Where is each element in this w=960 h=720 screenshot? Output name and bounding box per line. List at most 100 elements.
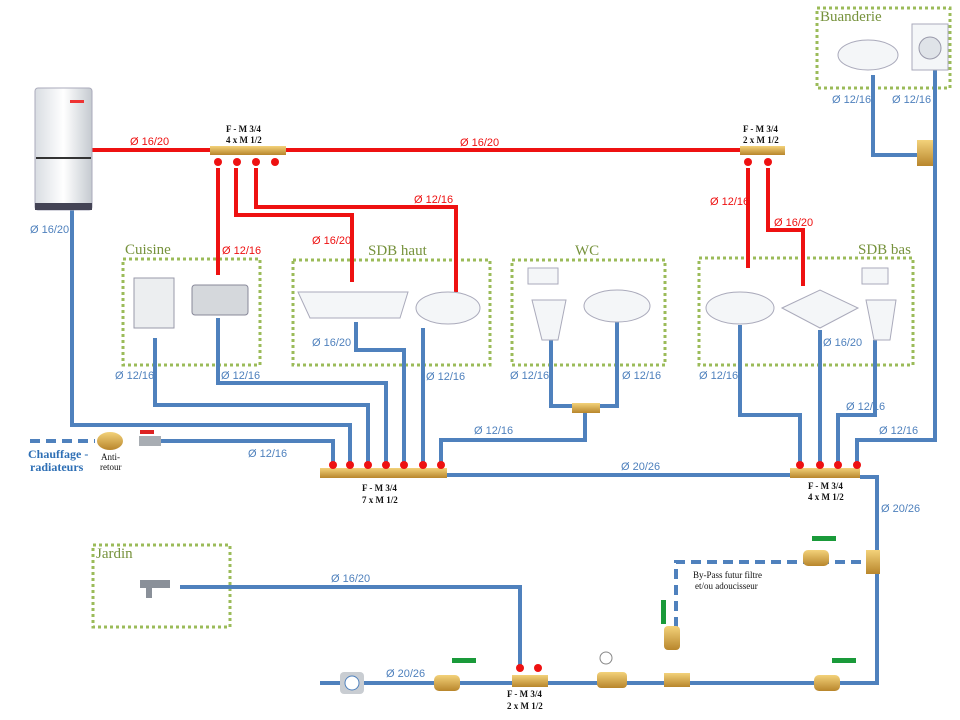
heating-label: Chauffage - — [28, 447, 88, 461]
cold-riser-pipe — [320, 475, 879, 685]
hot-manifold-right — [740, 146, 785, 166]
tee-fitting-icon — [572, 403, 600, 413]
manifold-label: 2 x M 1/2 — [743, 135, 779, 145]
pressure-reducer-icon — [597, 651, 627, 688]
hot-label: Ø 16/20 — [774, 217, 813, 229]
zone-boxes — [91, 6, 952, 629]
cold-label: Ø 12/16 — [846, 401, 885, 413]
zone-label-sdb-bas: SDB bas — [858, 242, 911, 258]
cold-label: Ø 16/20 — [312, 337, 351, 349]
cold-label: Ø 12/16 — [115, 370, 154, 382]
cold-label: Ø 20/26 — [386, 668, 425, 680]
hot-label: Ø 12/16 — [710, 196, 749, 208]
garden-tap-icon — [140, 580, 170, 598]
washbasin-icon — [415, 291, 481, 325]
cold-label: Ø 12/16 — [248, 448, 287, 460]
hot-pipe-sdb-haut-basin — [254, 168, 458, 292]
zone-cuisine — [121, 257, 262, 367]
check-valve-icon — [97, 432, 123, 450]
dishwasher-icon — [133, 277, 175, 329]
hot-label: Ø 16/20 — [460, 137, 499, 149]
manifold-label: F - M 3/4 — [808, 481, 843, 491]
cold-pipe-buanderie-basin — [871, 75, 922, 157]
cold-pipe-garden — [180, 585, 522, 670]
hot-manifold-main — [210, 146, 286, 166]
washbasin-icon — [583, 289, 651, 323]
manifold-label: F - M 3/4 — [226, 124, 261, 134]
washbasin-icon — [837, 39, 899, 71]
tee-fitting-icon — [917, 140, 933, 166]
cold-water-pipes — [30, 70, 937, 685]
toilet-icon — [527, 267, 567, 341]
hot-label: Ø 16/20 — [130, 136, 169, 148]
washing-machine-icon — [911, 23, 949, 71]
zone-label-buanderie: Buanderie — [820, 9, 882, 25]
bathtub-icon — [297, 291, 409, 319]
ball-valve-icon — [814, 658, 856, 691]
check-valve-label: Anti- — [101, 452, 120, 462]
cold-label: Ø 12/16 — [892, 94, 931, 106]
zone-label-sdb-haut: SDB haut — [368, 243, 428, 259]
bypass-valve-icon — [803, 536, 836, 566]
heating-label: radiateurs — [30, 460, 84, 474]
shower-tray-icon — [780, 289, 860, 329]
manifold-label: F - M 3/4 — [507, 689, 542, 699]
cold-pipe-heating — [160, 439, 335, 462]
zone-wc — [510, 258, 667, 367]
cold-pipe-buanderie — [855, 100, 937, 462]
kitchen-sink-icon — [191, 284, 249, 316]
cold-label: Ø 16/20 — [30, 224, 69, 236]
supply-manifold — [512, 664, 548, 687]
cold-label: Ø 20/26 — [621, 461, 660, 473]
cold-label: Ø 12/16 — [622, 370, 661, 382]
cold-manifold-right — [790, 461, 861, 478]
ball-valve-icon — [434, 658, 476, 691]
cold-label: Ø 16/20 — [823, 337, 862, 349]
cold-label: Ø 12/16 — [832, 94, 871, 106]
washbasin-icon — [705, 291, 775, 325]
manifold-label: 2 x M 1/2 — [507, 701, 543, 711]
cold-pipe-sdb-bas-toilet — [836, 340, 877, 462]
cold-pipe-bath — [354, 322, 406, 462]
zone-label-wc: WC — [575, 243, 599, 259]
zone-label-jardin: Jardin — [96, 546, 133, 562]
cold-pipe-boiler — [70, 210, 352, 462]
boiler-icon — [34, 87, 93, 211]
toilet-icon — [861, 267, 897, 341]
hot-water-pipes — [92, 148, 805, 292]
cold-label: Ø 12/16 — [510, 370, 549, 382]
hot-label: Ø 12/16 — [222, 245, 261, 257]
check-valve-label: retour — [100, 462, 122, 472]
cold-label: Ø 12/16 — [221, 370, 260, 382]
tee-fitting-icon — [866, 550, 880, 574]
water-meter-icon — [340, 672, 364, 694]
tee-fitting-icon — [664, 673, 690, 687]
hot-label: Ø 12/16 — [414, 194, 453, 206]
zone-label-cuisine: Cuisine — [125, 242, 171, 258]
hot-label: Ø 16/20 — [312, 235, 351, 247]
bypass-label: By-Pass futur filtre — [693, 570, 762, 580]
cold-label: Ø 12/16 — [699, 370, 738, 382]
zone-sdb-haut — [291, 258, 492, 367]
cold-label: Ø 12/16 — [426, 371, 465, 383]
manifold-label: F - M 3/4 — [362, 483, 397, 493]
hot-pipe-shower — [766, 168, 805, 286]
cold-label: Ø 12/16 — [474, 425, 513, 437]
ball-valve-icon — [661, 600, 680, 650]
zone-sdb-bas — [697, 256, 915, 367]
manifold-label: 4 x M 1/2 — [226, 135, 262, 145]
cold-pipe-kitchen-sink — [216, 318, 388, 462]
cold-pipe-dishwasher — [153, 338, 370, 462]
cold-label: Ø 20/26 — [881, 503, 920, 515]
hot-pipe-bath — [234, 168, 354, 282]
cold-label: Ø 16/20 — [331, 573, 370, 585]
zone-buanderie — [815, 6, 952, 90]
ball-valve-icon — [139, 430, 161, 446]
manifold-label: 7 x M 1/2 — [362, 495, 398, 505]
cold-manifold-main — [320, 461, 447, 478]
manifold-label: F - M 3/4 — [743, 124, 778, 134]
cold-pipe-sdb-bas-basin — [738, 325, 802, 462]
manifold-label: 4 x M 1/2 — [808, 492, 844, 502]
